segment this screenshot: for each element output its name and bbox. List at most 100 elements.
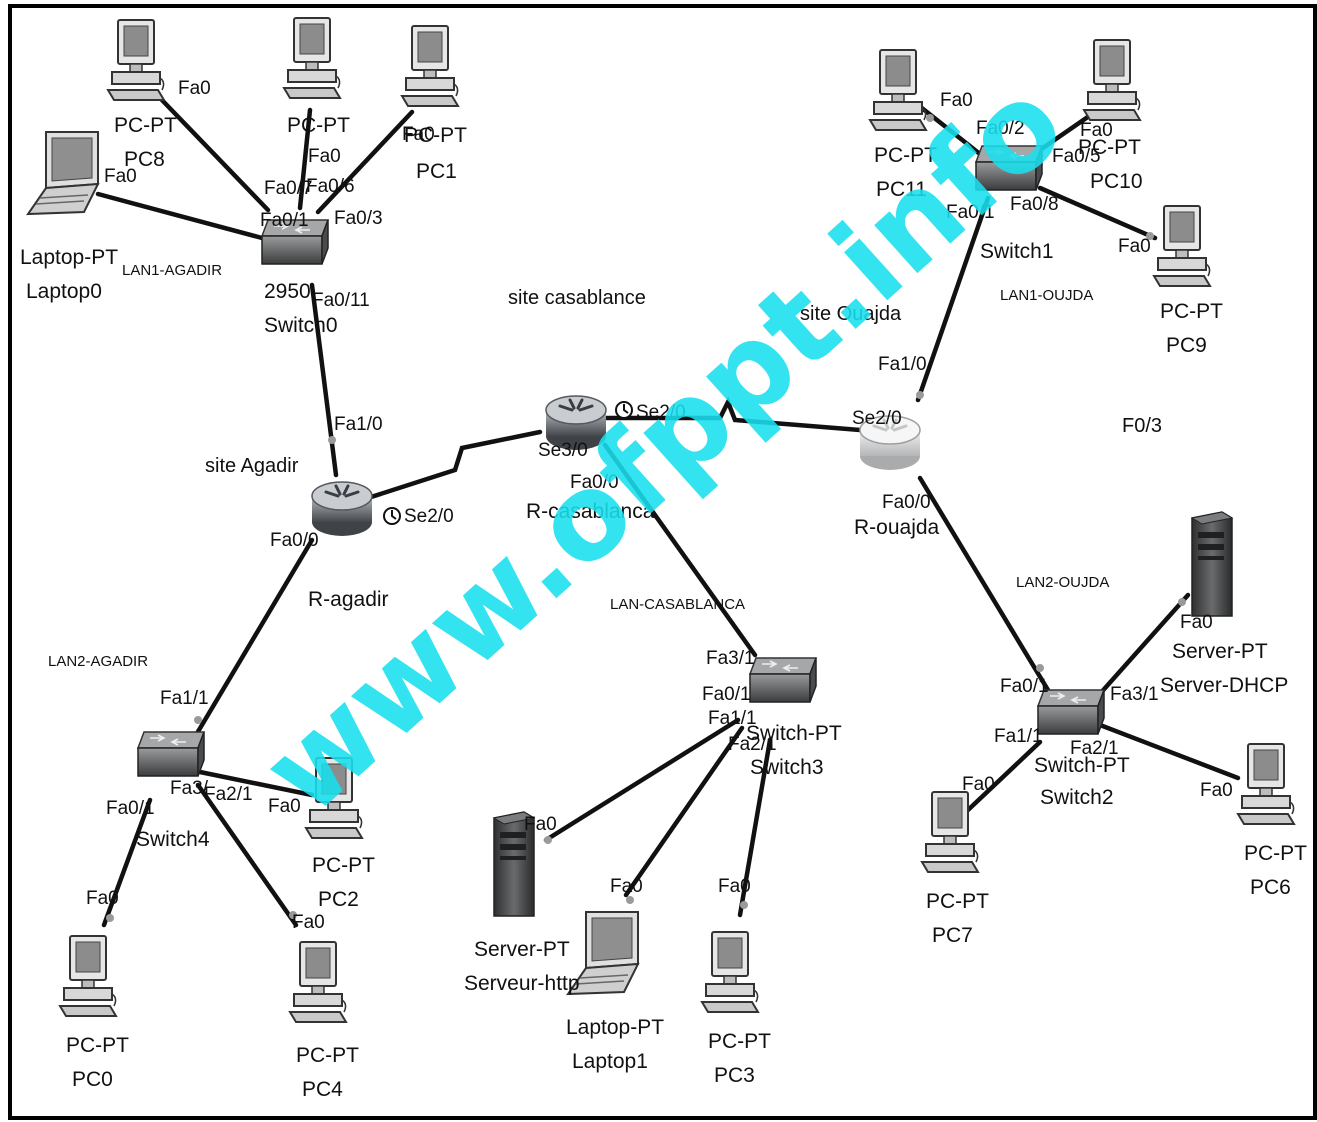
port-label: Se3/0 <box>538 440 588 461</box>
port-label: Fa0/1 <box>1000 676 1049 697</box>
switch3-type: Switch-PT <box>746 722 842 745</box>
pc3-type: PC-PT <box>708 1030 771 1053</box>
cable-laptop0-switch0 <box>95 191 265 241</box>
pc9-icon[interactable] <box>1153 205 1211 287</box>
cable-switch1-rouajda <box>915 195 991 403</box>
cable-switch1-pc9 <box>1037 185 1158 241</box>
pc2-type: PC-PT <box>312 854 375 877</box>
cable-switch1-pc11 <box>915 102 988 161</box>
pc2-name: PC2 <box>318 888 359 911</box>
port-label: Fa0/1 <box>260 210 309 231</box>
r-casablanca-name: R-casablanca <box>526 500 655 523</box>
port-label: Fa0/1 <box>702 684 751 705</box>
switch3-icon[interactable] <box>749 657 817 703</box>
port-label: Fa0 <box>1080 120 1113 141</box>
port-label: Fa2/1 <box>204 784 253 805</box>
port-label: Fa0 <box>178 78 211 99</box>
cable-switch2-pc7 <box>965 739 1043 813</box>
link-lights <box>106 114 1186 922</box>
port-label: Fa0 <box>1180 612 1213 633</box>
pc7-icon[interactable] <box>921 791 979 873</box>
port-label: Fa0/8 <box>1010 194 1059 215</box>
port-label: Fa0 <box>104 166 137 187</box>
port-label: Se2/0 <box>852 408 902 429</box>
port-label: Fa0 <box>268 796 301 817</box>
r-ouajda-name: R-ouajda <box>854 516 940 539</box>
port-label: Fa1/1 <box>994 726 1043 747</box>
cables <box>95 95 1241 928</box>
port-label: Fa0 <box>1118 236 1151 257</box>
port-label: Fa0 <box>940 90 973 111</box>
pc8-name: PC8 <box>124 148 165 171</box>
port-label: Fa0 <box>86 888 119 909</box>
pc7-type: PC-PT <box>926 890 989 913</box>
cable-switch4-pc2 <box>197 769 315 798</box>
pc8-icon[interactable] <box>107 19 165 101</box>
port-label: Fa2/1 <box>728 734 777 755</box>
cable-switch2-pc6 <box>1097 722 1241 781</box>
zone-lan-casablanca: LAN-CASABLANCA <box>610 596 745 613</box>
switch3-name: Switch3 <box>750 756 824 779</box>
pc3-icon[interactable] <box>701 931 759 1013</box>
pc0-name: PC0 <box>72 1068 113 1091</box>
server-dhcp-name: Server-DHCP <box>1160 674 1288 697</box>
r-agadir-name: R-agadir <box>308 588 389 611</box>
switch4-icon[interactable] <box>137 731 205 777</box>
pc10-icon[interactable] <box>1083 39 1141 121</box>
cable-pcmid-switch0 <box>297 107 313 211</box>
server-dhcp-icon[interactable] <box>1191 511 1233 617</box>
pc0-icon[interactable] <box>59 935 117 1017</box>
switch0-name: Switch0 <box>264 314 338 337</box>
port-label: Fa0 <box>402 124 435 145</box>
zone-lan1-oujda: LAN1-OUJDA <box>1000 287 1093 304</box>
port-label: Fa0/11 <box>312 290 370 311</box>
pc4-icon[interactable] <box>289 941 347 1023</box>
port-label: Fa1/1 <box>160 688 209 709</box>
switch1-name: Switch1 <box>980 240 1054 263</box>
cable-ragadir-switch4 <box>193 537 315 738</box>
port-label: Fa0/7 <box>264 178 313 199</box>
cable-switch1-pc10 <box>1037 109 1098 153</box>
pc10-type: PC-PT <box>1078 136 1141 159</box>
port-label: Fa2/1 <box>1070 738 1119 759</box>
pc1-icon[interactable] <box>401 25 459 107</box>
laptop0-icon[interactable] <box>27 131 99 215</box>
port-label: Se2/0 <box>636 402 686 423</box>
cable-switch3-serverhttp <box>543 717 741 843</box>
pc11-icon[interactable] <box>869 49 927 131</box>
pc-mid-icon[interactable] <box>283 17 341 99</box>
switch0-type: 2950 <box>264 280 311 303</box>
port-label: Fa0/0 <box>882 492 931 513</box>
port-label: Fa0 <box>610 876 643 897</box>
pc-mid-type: PC-PT <box>287 114 350 137</box>
port-label: Fa0 <box>962 774 995 795</box>
laptop0-type: Laptop-PT <box>20 246 118 269</box>
pc8-type: PC-PT <box>114 114 177 137</box>
pc7-name: PC7 <box>932 924 973 947</box>
cable-switch3-laptop1 <box>623 725 745 898</box>
r-agadir-icon[interactable] <box>310 480 374 538</box>
port-label: Fa0/0 <box>570 472 619 493</box>
pc6-icon[interactable] <box>1237 743 1295 825</box>
serial-ragadir-rcasa <box>365 429 543 501</box>
pc6-type: PC-PT <box>1244 842 1307 865</box>
clock-icon <box>383 507 401 525</box>
pc0-type: PC-PT <box>66 1034 129 1057</box>
diagram-border <box>8 4 1317 1120</box>
port-label: Fa0 <box>718 876 751 897</box>
site-ouajda-label: site Ouajda <box>800 303 902 325</box>
port-label: Fa0 <box>524 814 557 835</box>
pc11-name: PC11 <box>876 178 927 201</box>
port-label: Fa1/0 <box>334 414 383 435</box>
port-label: Fa0 <box>292 912 325 933</box>
port-label: Se2/0 <box>404 506 454 527</box>
pc9-name: PC9 <box>1166 334 1207 357</box>
port-label: Fa1/1 <box>708 708 757 729</box>
f03-label: F0/3 <box>1122 415 1162 437</box>
port-label: Fa3/1 <box>1110 684 1159 705</box>
zone-lan2-oujda: LAN2-OUJDA <box>1016 574 1109 591</box>
server-http-name: Serveur-http <box>464 972 580 995</box>
pc11-type: PC-PT <box>874 144 937 167</box>
cable-rcasa-switch3 <box>602 442 758 658</box>
